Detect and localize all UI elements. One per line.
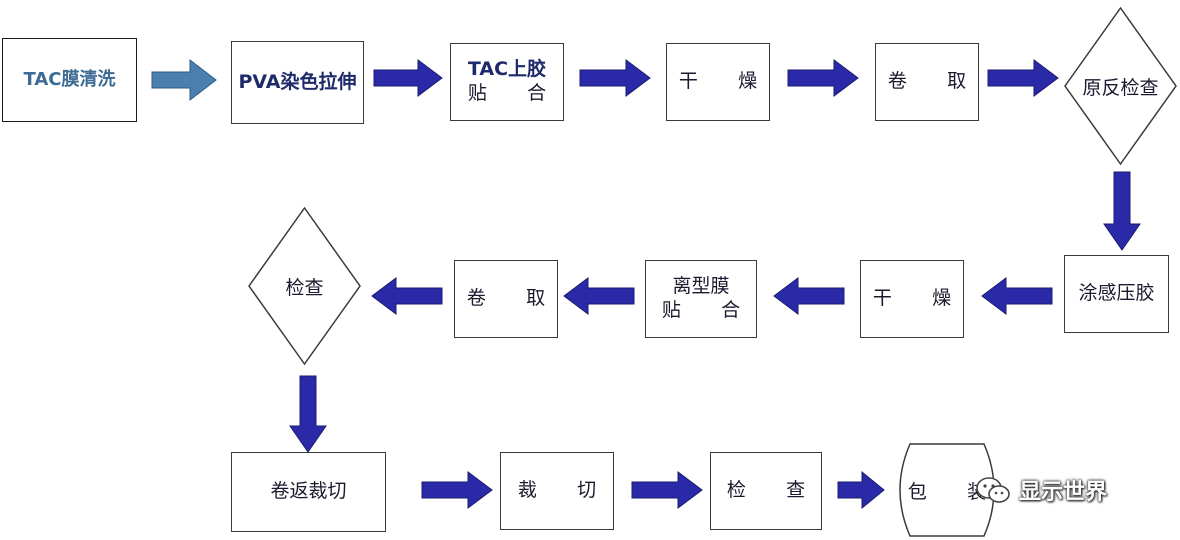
step-dry-2: 干 燥 bbox=[860, 260, 964, 338]
step-rewind-cut-label: 卷返裁切 bbox=[270, 480, 347, 503]
step-tac-glue-label-2: 贴 合 bbox=[467, 82, 564, 104]
arrow-coat-glue-to-dry-2 bbox=[981, 277, 1053, 315]
step-pva-dye-label: PVA染色拉伸 bbox=[238, 70, 357, 93]
step-release-film: 离型膜 贴 合 bbox=[645, 260, 757, 338]
arrow-roll-1-to-raw-inspect bbox=[987, 59, 1059, 97]
step-roll-1: 卷 取 bbox=[875, 43, 979, 121]
arrow-dry-1-to-roll-1 bbox=[787, 59, 859, 97]
decision-inspect-1: 检查 bbox=[247, 206, 362, 366]
step-roll-2-label: 卷 取 bbox=[466, 287, 563, 310]
arrow-pva-to-tac-glue bbox=[373, 59, 443, 97]
terminal-pack-label: 包 装 bbox=[907, 480, 1004, 503]
step-dry-1: 干 燥 bbox=[666, 43, 770, 121]
decision-raw-inspect-label: 原反检查 bbox=[1082, 76, 1159, 99]
arrow-raw-inspect-to-coat-glue bbox=[1103, 171, 1141, 251]
step-tac-wash-label: TAC膜清洗 bbox=[23, 68, 116, 90]
step-roll-2: 卷 取 bbox=[454, 260, 558, 338]
decision-inspect-1-shape bbox=[248, 206, 361, 366]
step-cut: 裁 切 bbox=[500, 452, 614, 530]
watermark: 显示世界 bbox=[975, 470, 1155, 510]
arrow-inspect-1-to-rewind-cut bbox=[289, 375, 327, 453]
step-tac-wash: TAC膜清洗 bbox=[2, 38, 137, 122]
step-coat-glue-label: 涂感压胶 bbox=[1078, 282, 1155, 305]
step-dry-2-label: 干 燥 bbox=[872, 287, 969, 310]
watermark-text: 显示世界 bbox=[1019, 480, 1108, 505]
step-tac-glue-label-1: TAC上胶 bbox=[467, 58, 547, 81]
step-inspect-2-label: 检 查 bbox=[726, 479, 823, 502]
step-inspect-2: 检 查 bbox=[710, 452, 822, 530]
wechat-icon bbox=[976, 477, 1010, 503]
arrow-roll-2-to-inspect-1 bbox=[371, 277, 443, 315]
decision-inspect-1-label: 检查 bbox=[285, 276, 324, 299]
decision-raw-inspect: 原反检查 bbox=[1063, 6, 1178, 166]
step-roll-1-label: 卷 取 bbox=[887, 70, 984, 93]
step-tac-glue: TAC上胶 贴 合 bbox=[450, 43, 564, 121]
arrow-tac-glue-to-dry-1 bbox=[579, 59, 651, 97]
terminal-pack-shape bbox=[899, 443, 995, 537]
step-rewind-cut: 卷返裁切 bbox=[231, 452, 386, 532]
arrow-wash-to-pva bbox=[151, 58, 217, 102]
decision-raw-inspect-shape bbox=[1064, 6, 1177, 166]
arrow-release-film-to-roll-2 bbox=[563, 277, 635, 315]
arrow-dry-2-to-release-film bbox=[773, 277, 845, 315]
terminal-pack: 包 装 bbox=[888, 441, 1006, 539]
step-pva-dye: PVA染色拉伸 bbox=[231, 41, 364, 124]
step-release-film-label-2: 贴 合 bbox=[661, 299, 758, 321]
arrow-cut-to-inspect-2 bbox=[631, 471, 703, 509]
step-cut-label: 裁 切 bbox=[517, 479, 614, 502]
step-dry-1-label: 干 燥 bbox=[678, 70, 775, 93]
step-release-film-label-1: 离型膜 bbox=[672, 275, 730, 298]
arrow-rewind-cut-to-cut bbox=[421, 471, 493, 509]
step-coat-glue: 涂感压胶 bbox=[1064, 255, 1169, 333]
arrow-inspect-2-to-pack bbox=[837, 470, 885, 510]
